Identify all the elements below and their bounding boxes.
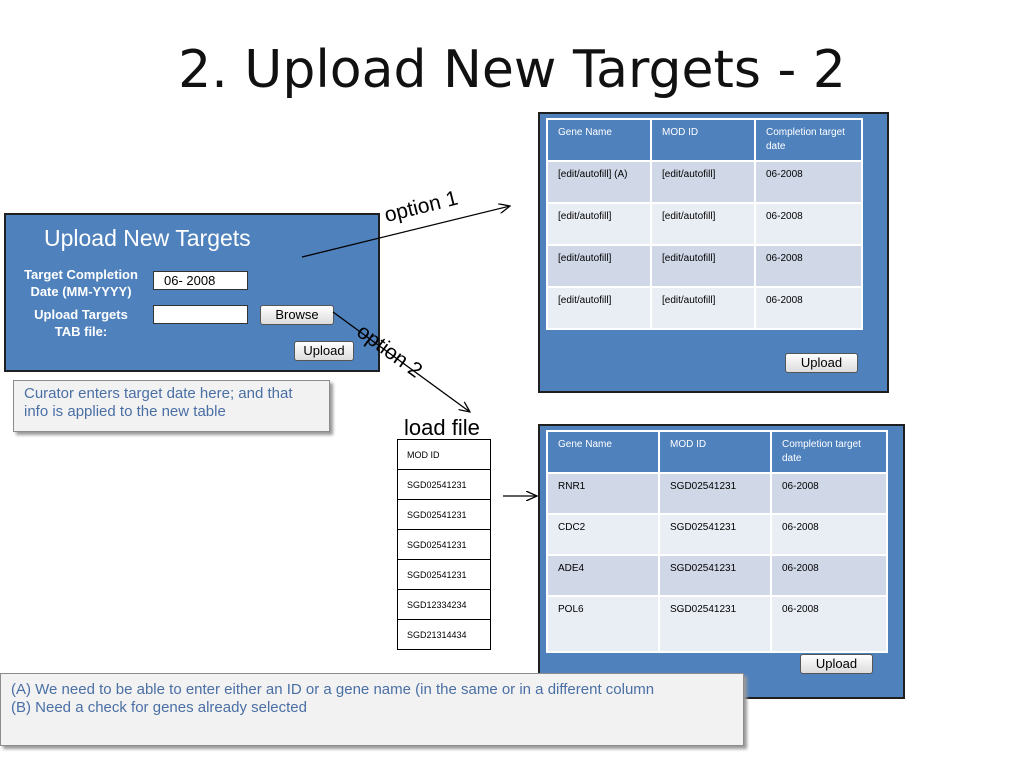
file-field-label: Upload Targets TAB file: — [16, 306, 146, 340]
table2-header-gene-name: Gene Name — [546, 430, 660, 474]
requirement-a: (A) We need to be able to enter either a… — [11, 681, 655, 698]
mod-list-value: SGD12334234 — [397, 589, 491, 620]
mod-id-cell: SGD02541231 — [658, 595, 772, 653]
gene-name-cell: CDC2 — [546, 513, 660, 556]
table-row: RNR1 SGD02541231 06-2008 — [546, 472, 888, 515]
gene-name-cell[interactable]: [edit/autofill] (A) — [546, 160, 652, 204]
option1-table: Gene Name MOD ID Completion target date … — [546, 118, 863, 330]
form-upload-button[interactable]: Upload — [294, 341, 354, 361]
list-item: SGD02541231 — [397, 499, 491, 530]
date-field-label: Target Completion Date (MM-YYYY) — [16, 266, 146, 300]
mod-id-cell[interactable]: [edit/autofill] — [650, 202, 756, 246]
mod-id-cell: SGD02541231 — [658, 554, 772, 597]
upload-form-panel: Upload New Targets Target Completion Dat… — [4, 213, 380, 372]
table2-header-completion: Completion target date — [770, 430, 888, 474]
mod-list-value: SGD02541231 — [397, 529, 491, 560]
list-item: SGD12334234 — [397, 589, 491, 620]
slide-title: 2. Upload New Targets - 2 — [178, 40, 846, 100]
requirement-b: (B) Need a check for genes already selec… — [11, 699, 307, 716]
file-label-line1: Upload Targets — [34, 307, 128, 322]
table-row: CDC2 SGD02541231 06-2008 — [546, 513, 888, 556]
mod-id-cell[interactable]: [edit/autofill] — [650, 244, 756, 288]
table2-header-mod-id: MOD ID — [658, 430, 772, 474]
table1-header-row: Gene Name MOD ID Completion target date — [546, 118, 863, 162]
completion-date-cell: 06-2008 — [770, 472, 888, 515]
completion-date-cell: 06-2008 — [770, 554, 888, 597]
completion-date-cell: 06-2008 — [754, 244, 863, 288]
table-row: [edit/autofill] (A) [edit/autofill] 06-2… — [546, 160, 863, 204]
table2-upload-button[interactable]: Upload — [800, 654, 873, 674]
completion-date-cell: 06-2008 — [754, 202, 863, 246]
mod-list-value: SGD21314434 — [397, 619, 491, 650]
table2-header-row: Gene Name MOD ID Completion target date — [546, 430, 888, 474]
tab-file-input[interactable] — [153, 305, 248, 324]
load-file-label: load file — [404, 415, 480, 440]
table-row: [edit/autofill] [edit/autofill] 06-2008 — [546, 286, 863, 330]
table1-header-gene-name: Gene Name — [546, 118, 652, 162]
gene-name-cell[interactable]: [edit/autofill] — [546, 244, 652, 288]
table-row: [edit/autofill] [edit/autofill] 06-2008 — [546, 202, 863, 246]
mod-id-file-list: MOD ID SGD02541231 SGD02541231 SGD025412… — [397, 439, 491, 650]
option2-table: Gene Name MOD ID Completion target date … — [546, 430, 888, 653]
option1-label: option 1 — [382, 186, 461, 228]
mod-list-value: SGD02541231 — [397, 559, 491, 590]
table-row: ADE4 SGD02541231 06-2008 — [546, 554, 888, 597]
list-item: MOD ID — [397, 439, 491, 470]
table-row: POL6 SGD02541231 06-2008 — [546, 595, 888, 653]
table1-header-mod-id: MOD ID — [650, 118, 756, 162]
gene-name-cell: ADE4 — [546, 554, 660, 597]
gene-name-cell[interactable]: [edit/autofill] — [546, 202, 652, 246]
date-label-line2: Date (MM-YYYY) — [30, 284, 132, 299]
curator-note: Curator enters target date here; and tha… — [13, 380, 330, 432]
list-item: SGD02541231 — [397, 529, 491, 560]
completion-date-cell: 06-2008 — [770, 513, 888, 556]
mod-list-header: MOD ID — [397, 439, 491, 470]
list-item: SGD02541231 — [397, 559, 491, 590]
mod-id-cell[interactable]: [edit/autofill] — [650, 286, 756, 330]
list-item: SGD02541231 — [397, 469, 491, 500]
file-label-line2: TAB file: — [54, 324, 108, 339]
gene-name-cell[interactable]: [edit/autofill] — [546, 286, 652, 330]
table-row: [edit/autofill] [edit/autofill] 06-2008 — [546, 244, 863, 288]
mod-list-value: SGD02541231 — [397, 499, 491, 530]
date-label-line1: Target Completion — [24, 267, 138, 282]
target-date-input[interactable]: 06- 2008 — [153, 271, 248, 290]
mod-id-cell[interactable]: [edit/autofill] — [650, 160, 756, 204]
completion-date-cell: 06-2008 — [754, 286, 863, 330]
browse-button[interactable]: Browse — [260, 305, 334, 325]
mod-list-value: SGD02541231 — [397, 469, 491, 500]
mod-id-cell: SGD02541231 — [658, 472, 772, 515]
completion-date-cell: 06-2008 — [770, 595, 888, 653]
table1-header-completion: Completion target date — [754, 118, 863, 162]
completion-date-cell: 06-2008 — [754, 160, 863, 204]
form-title: Upload New Targets — [44, 225, 251, 251]
mod-id-cell: SGD02541231 — [658, 513, 772, 556]
requirements-note: (A) We need to be able to enter either a… — [0, 673, 744, 746]
table1-upload-button[interactable]: Upload — [785, 353, 858, 373]
gene-name-cell: POL6 — [546, 595, 660, 653]
gene-name-cell: RNR1 — [546, 472, 660, 515]
list-item: SGD21314434 — [397, 619, 491, 650]
